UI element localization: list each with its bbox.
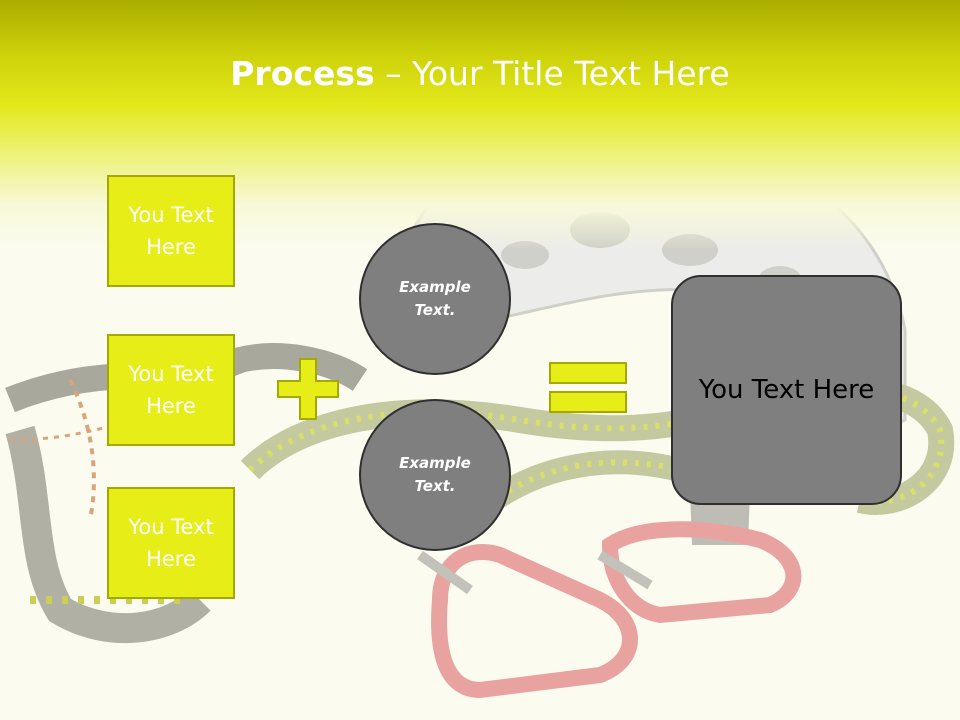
text-box-2[interactable]: You Text Here — [107, 334, 235, 446]
result-box[interactable]: You Text Here — [671, 275, 902, 505]
equals-icon — [549, 362, 627, 413]
text-box-1[interactable]: You Text Here — [107, 175, 235, 287]
text-box-label: You Text Here — [128, 203, 214, 259]
circle-label: Example Text. — [399, 454, 471, 495]
plus-icon — [277, 358, 339, 420]
text-box-label: You Text Here — [128, 362, 214, 418]
title-rest: – Your Title Text Here — [374, 54, 730, 93]
example-circle-1[interactable]: Example Text. — [359, 223, 511, 375]
slide-title: Process – Your Title Text Here — [0, 54, 960, 93]
text-box-label: You Text Here — [128, 515, 214, 571]
text-box-3[interactable]: You Text Here — [107, 487, 235, 599]
circle-label: Example Text. — [399, 278, 471, 319]
result-label: You Text Here — [698, 375, 875, 405]
title-bold: Process — [230, 54, 375, 93]
example-circle-2[interactable]: Example Text. — [359, 399, 511, 551]
